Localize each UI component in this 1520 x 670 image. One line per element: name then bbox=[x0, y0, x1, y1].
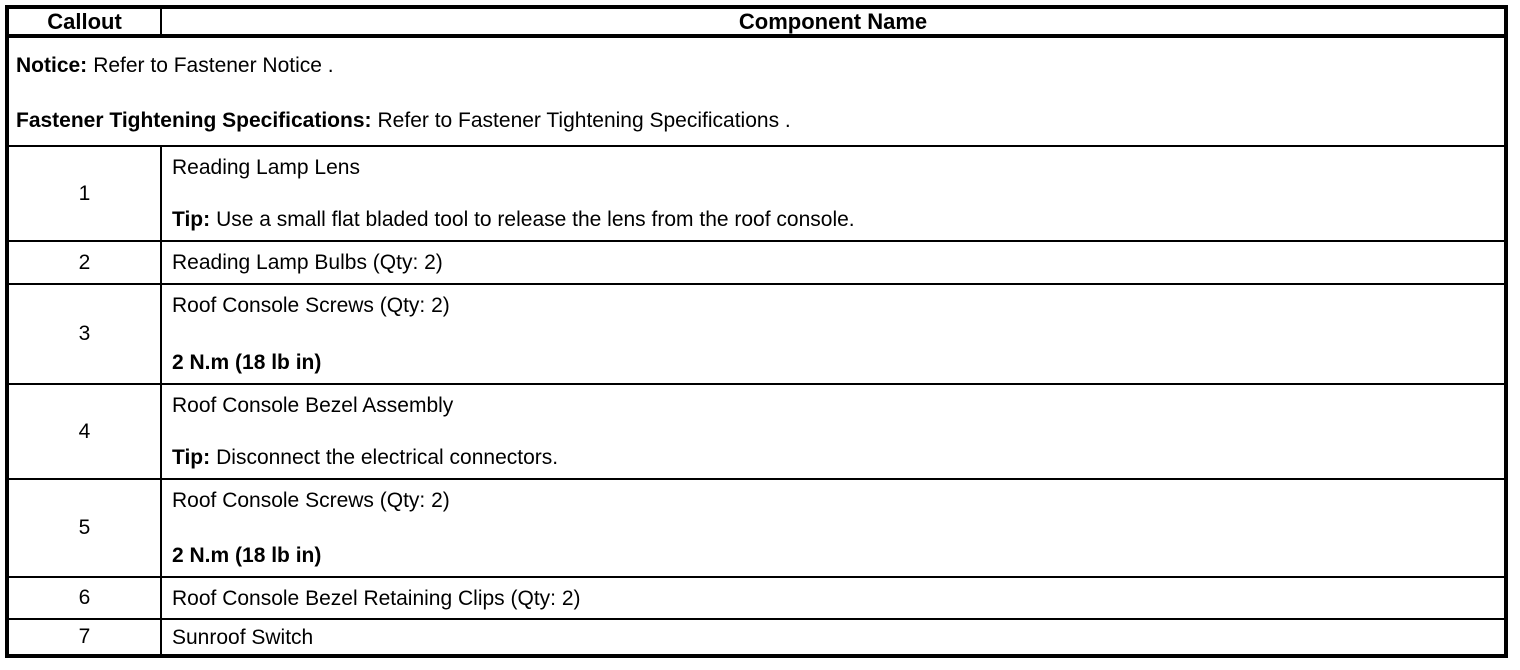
fastener-spec-text: Refer to Fastener Tightening Specificati… bbox=[377, 109, 791, 132]
fastener-spec-label: Fastener Tightening Specifications: bbox=[16, 109, 372, 132]
notice-line: Notice:Refer to Fastener Notice . bbox=[16, 54, 1496, 78]
notice-text: Refer to Fastener Notice . bbox=[93, 54, 334, 77]
callout-component-table: Callout Component Name Notice:Refer to F… bbox=[5, 5, 1508, 658]
table-row: 3 Roof Console Screws (Qty: 2) 2 N.m (18… bbox=[9, 285, 1504, 385]
header-component-name: Component Name bbox=[738, 8, 928, 34]
callout-number: 5 bbox=[9, 480, 162, 576]
table-row: 1 Reading Lamp Lens Tip:Use a small flat… bbox=[9, 147, 1504, 242]
component-name: Roof Console Bezel Retaining Clips (Qty:… bbox=[172, 586, 581, 610]
callout-number: 2 bbox=[9, 242, 162, 283]
component-cell: Sunroof Switch bbox=[162, 620, 1504, 654]
component-cell: Reading Lamp Lens Tip:Use a small flat b… bbox=[162, 147, 1504, 240]
notice-row: Notice:Refer to Fastener Notice . Fasten… bbox=[9, 38, 1504, 147]
callout-number: 1 bbox=[9, 147, 162, 240]
component-name: Roof Console Screws (Qty: 2) bbox=[172, 294, 450, 317]
component-cell: Roof Console Screws (Qty: 2) 2 N.m (18 l… bbox=[162, 480, 1504, 576]
tip-label: Tip: bbox=[172, 446, 211, 469]
tip-label: Tip: bbox=[172, 208, 211, 231]
component-name: Sunroof Switch bbox=[172, 625, 314, 649]
component-cell: Roof Console Bezel Assembly Tip:Disconne… bbox=[162, 385, 1504, 478]
notice-cell: Notice:Refer to Fastener Notice . Fasten… bbox=[9, 38, 1504, 145]
table-header-row: Callout Component Name bbox=[9, 9, 1504, 38]
component-tip-line: Tip:Use a small flat bladed tool to rele… bbox=[172, 208, 1494, 232]
notice-label: Notice: bbox=[16, 54, 88, 77]
table-row: 5 Roof Console Screws (Qty: 2) 2 N.m (18… bbox=[9, 480, 1504, 578]
tip-text: Disconnect the electrical connectors. bbox=[216, 446, 559, 469]
callout-number: 6 bbox=[9, 578, 162, 618]
table-row: 7 Sunroof Switch bbox=[9, 620, 1504, 654]
callout-number: 7 bbox=[9, 620, 162, 654]
torque-spec: 2 N.m (18 lb in) bbox=[172, 351, 322, 374]
callout-number: 4 bbox=[9, 385, 162, 478]
torque-spec: 2 N.m (18 lb in) bbox=[172, 544, 322, 567]
table-row: 6 Roof Console Bezel Retaining Clips (Qt… bbox=[9, 578, 1504, 620]
table-row: 2 Reading Lamp Bulbs (Qty: 2) bbox=[9, 242, 1504, 285]
component-name: Roof Console Screws (Qty: 2) bbox=[172, 489, 450, 512]
component-cell: Roof Console Bezel Retaining Clips (Qty:… bbox=[162, 578, 1504, 618]
tip-text: Use a small flat bladed tool to release … bbox=[216, 208, 855, 231]
component-name: Reading Lamp Bulbs (Qty: 2) bbox=[172, 251, 443, 274]
header-callout: Callout bbox=[9, 9, 162, 34]
component-tip-line: Tip:Disconnect the electrical connectors… bbox=[172, 446, 1494, 470]
component-name: Roof Console Bezel Assembly bbox=[172, 394, 454, 417]
component-cell: Reading Lamp Bulbs (Qty: 2) bbox=[162, 242, 1504, 283]
component-name: Reading Lamp Lens bbox=[172, 156, 360, 179]
table-row: 4 Roof Console Bezel Assembly Tip:Discon… bbox=[9, 385, 1504, 480]
component-cell: Roof Console Screws (Qty: 2) 2 N.m (18 l… bbox=[162, 285, 1504, 383]
callout-number: 3 bbox=[9, 285, 162, 383]
fastener-spec-line: Fastener Tightening Specifications:Refer… bbox=[16, 109, 1496, 133]
